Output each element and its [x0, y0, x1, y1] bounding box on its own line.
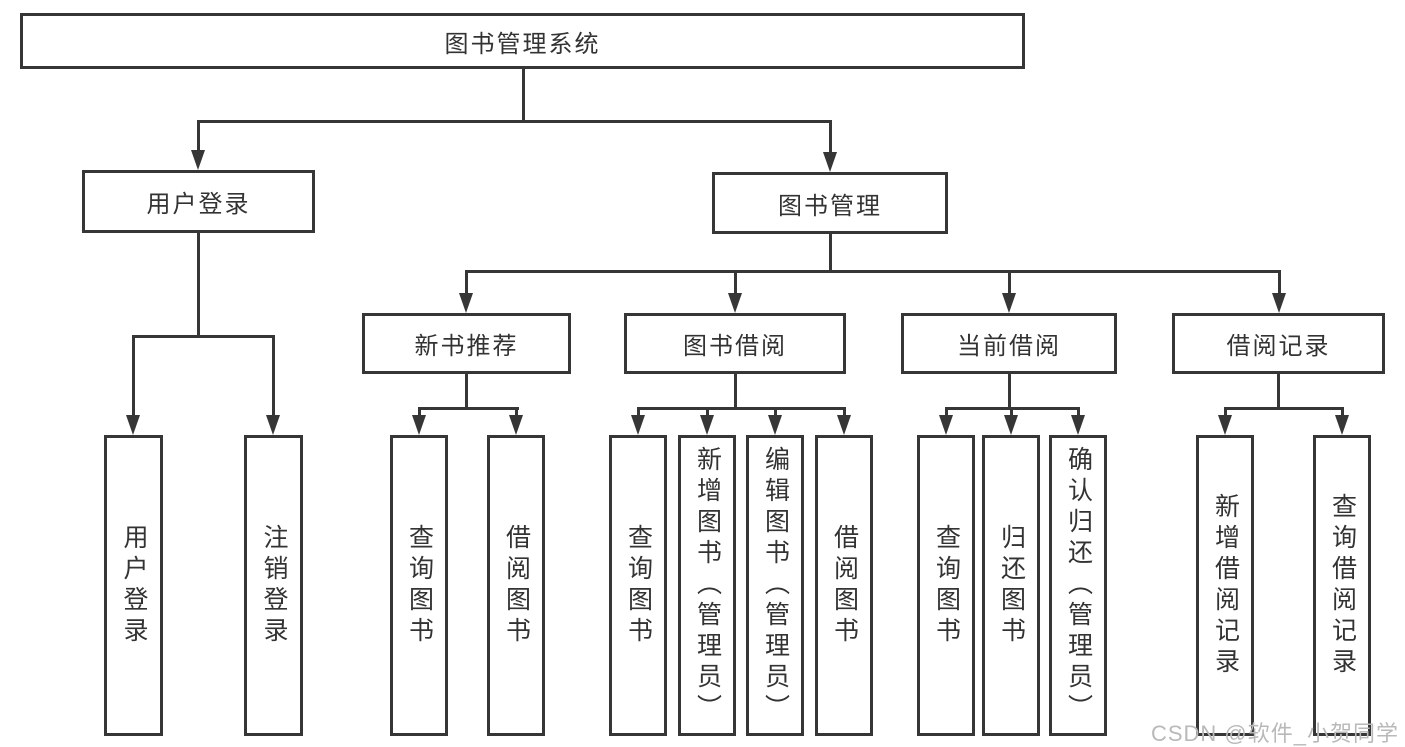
connector-line [1008, 270, 1011, 297]
arrowhead-icon [1218, 415, 1232, 435]
node-book-mgmt: 图书管理 [712, 172, 948, 234]
arrowhead-icon [1272, 293, 1286, 313]
leaf-borrow-borrow-label: 借阅图书 [830, 523, 859, 648]
connector-line [272, 335, 275, 420]
connector-line [418, 407, 421, 420]
arrowhead-icon [191, 150, 205, 170]
leaf-user-login: 用户登录 [104, 435, 163, 736]
leaf-current-return: 归还图书 [982, 435, 1040, 736]
arrowhead-icon [266, 415, 280, 435]
leaf-borrow-add-label: 新增图书（管理员） [693, 446, 722, 725]
connector-line [637, 407, 846, 410]
connector-line [843, 407, 846, 420]
connector-line [132, 335, 135, 420]
connector-line [465, 270, 1281, 273]
leaf-record-add: 新增借阅记录 [1196, 435, 1254, 736]
node-root-label: 图书管理系统 [444, 30, 601, 58]
node-borrow-record: 借阅记录 [1172, 313, 1385, 374]
leaf-current-confirm: 确认归还（管理员） [1049, 435, 1107, 736]
arrowhead-icon [126, 415, 140, 435]
connector-line [706, 407, 709, 420]
connector-line [522, 69, 525, 123]
leaf-user-login-label: 用户登录 [120, 523, 148, 648]
arrowhead-icon [1071, 415, 1085, 435]
leaf-newbook-query: 查询图书 [390, 435, 448, 736]
leaf-borrow-borrow: 借阅图书 [815, 435, 873, 736]
node-book-borrow-label: 图书借阅 [683, 333, 787, 360]
connector-line [197, 233, 200, 338]
node-borrow-record-label: 借阅记录 [1226, 333, 1331, 360]
node-current-borrow-label: 当前借阅 [957, 333, 1061, 360]
leaf-current-query-label: 查询图书 [932, 523, 961, 648]
connector-line [734, 374, 737, 410]
leaf-newbook-borrow-label: 借阅图书 [502, 523, 531, 648]
leaf-logout-label: 注销登录 [260, 523, 288, 648]
arrowhead-icon [728, 293, 742, 313]
leaf-current-return-label: 归还图书 [997, 523, 1026, 648]
leaf-record-add-label: 新增借阅记录 [1211, 492, 1240, 679]
connector-line [1277, 374, 1280, 410]
leaf-borrow-edit: 编辑图书（管理员） [746, 435, 804, 736]
connector-line [132, 335, 275, 338]
connector-line [1010, 407, 1013, 420]
connector-line [465, 374, 468, 410]
leaf-newbook-borrow: 借阅图书 [487, 435, 545, 736]
node-root: 图书管理系统 [20, 13, 1025, 69]
connector-line [1341, 407, 1344, 420]
leaf-borrow-query-label: 查询图书 [624, 523, 653, 648]
connector-line [637, 407, 640, 420]
leaf-logout: 注销登录 [244, 435, 303, 736]
arrowhead-icon [823, 152, 837, 172]
csdn-watermark: CSDN @软件_小贺同学 [1150, 721, 1399, 746]
arrowhead-icon [1002, 293, 1016, 313]
connector-line [1278, 270, 1281, 297]
node-new-book-rec: 新书推荐 [362, 313, 571, 374]
leaf-newbook-query-label: 查询图书 [405, 523, 434, 648]
arrowhead-icon [412, 415, 426, 435]
leaf-current-confirm-label: 确认归还（管理员） [1064, 446, 1093, 725]
leaf-record-query-label: 查询借阅记录 [1328, 492, 1357, 679]
arrowhead-icon [1335, 415, 1349, 435]
connector-line [774, 407, 777, 420]
connector-line [829, 234, 832, 273]
connector-line [1008, 374, 1011, 410]
node-new-book-rec-label: 新书推荐 [414, 333, 519, 360]
arrowhead-icon [631, 415, 645, 435]
leaf-record-query: 查询借阅记录 [1313, 435, 1371, 736]
connector-line [197, 120, 832, 123]
connector-line [418, 407, 519, 410]
arrowhead-icon [509, 415, 523, 435]
node-book-mgmt-label: 图书管理 [778, 192, 882, 220]
connector-line [734, 270, 737, 297]
connector-line [197, 120, 200, 154]
arrowhead-icon [939, 415, 953, 435]
connector-line [1224, 407, 1227, 420]
node-user-login: 用户登录 [82, 170, 315, 233]
node-current-borrow: 当前借阅 [901, 313, 1117, 374]
leaf-borrow-query: 查询图书 [609, 435, 667, 736]
connector-line [1224, 407, 1344, 410]
leaf-current-query: 查询图书 [917, 435, 975, 736]
connector-line [515, 407, 518, 420]
arrowhead-icon [1004, 415, 1018, 435]
connector-line [829, 120, 832, 156]
arrowhead-icon [768, 415, 782, 435]
leaf-borrow-edit-label: 编辑图书（管理员） [761, 446, 790, 725]
arrowhead-icon [837, 415, 851, 435]
connector-line [1077, 407, 1080, 420]
node-book-borrow: 图书借阅 [624, 313, 846, 374]
arrowhead-icon [459, 293, 473, 313]
connector-line [465, 270, 468, 297]
leaf-borrow-add: 新增图书（管理员） [678, 435, 736, 736]
connector-line [945, 407, 948, 420]
arrowhead-icon [700, 415, 714, 435]
node-user-login-label: 用户登录 [146, 191, 251, 218]
